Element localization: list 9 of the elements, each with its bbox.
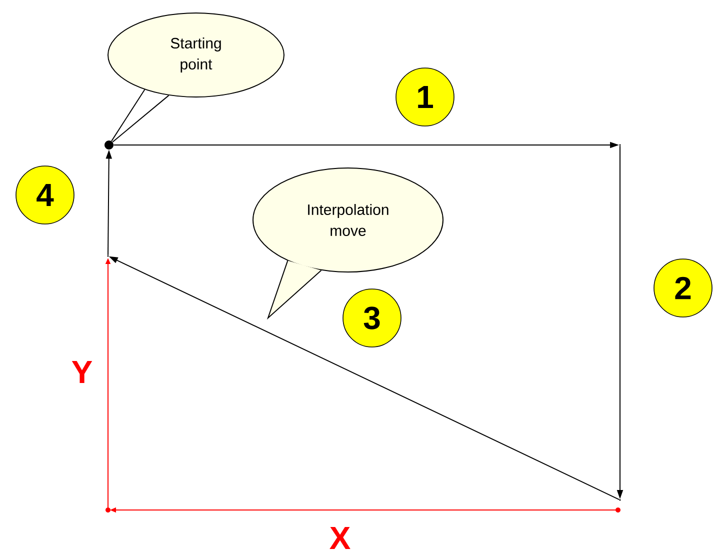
callout-number: 2 (654, 258, 712, 318)
start-dot (104, 140, 114, 150)
callout-number: 3 (342, 288, 402, 348)
axis-label: Y (72, 361, 92, 383)
axis-label: X (330, 527, 350, 549)
callout-number: 1 (396, 68, 454, 126)
speech-bubble: Starting point (108, 12, 284, 98)
callout-number: 4 (16, 166, 74, 224)
bubble-tail (111, 89, 170, 142)
